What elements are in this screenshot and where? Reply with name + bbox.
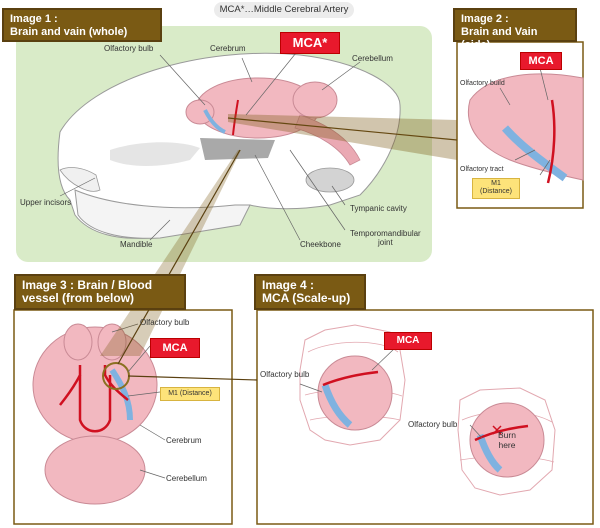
image1-cheekbone-label: Cheekbone <box>300 240 341 249</box>
skull-jaw <box>74 189 251 239</box>
image1-olfactory-bulb-label: Olfactory bulb <box>104 44 154 53</box>
image2-arrow <box>227 117 458 141</box>
image2-olfactory-build-label: Olfactory build <box>460 80 505 87</box>
image4-leader-lines <box>299 347 483 439</box>
image3-leader-lines <box>111 323 166 479</box>
image3-brain-cerebellum <box>44 435 146 505</box>
image2-mca-artery <box>546 99 556 184</box>
image4-scaleup-2 <box>457 387 556 496</box>
image2-olfactory-blue <box>502 125 568 182</box>
image3-cerebellum-label: Cerebellum <box>166 474 207 483</box>
image2-mca-label: MCA <box>520 52 562 70</box>
image4-title-line2: MCA (Scale-up) <box>262 291 351 305</box>
image3-title-line1: Image 3 : Brain / Blood <box>22 278 153 292</box>
image4-olfactory-bulb-label-1: Olfactory bulb <box>260 370 310 379</box>
image4-scaleup-1 <box>299 324 406 446</box>
image3-olfactory-right <box>97 323 127 361</box>
image1-tmj-line1: Temporomandibular <box>350 229 421 238</box>
image3-m1-distance-box: M1 (Distance) <box>160 387 220 401</box>
image1-olfactory-blue <box>203 109 226 134</box>
image4-olfactory-bulb-label-2: Olfactory bulb <box>408 420 458 429</box>
image3-olfactory-left <box>63 323 93 361</box>
burn-mark <box>492 425 502 435</box>
image1-tympanic-cavity-label: Tympanic cavity <box>350 204 407 213</box>
image3-olfactory-bulb-label: Olfactory bulb <box>140 318 190 327</box>
image1-mca-label: MCA* <box>280 32 340 54</box>
image3-cerebrum-label: Cerebrum <box>166 436 202 445</box>
mca-definition-header: MCA*…Middle Cerebral Artery <box>214 2 354 18</box>
image1-tmj-line2: joint <box>378 238 393 247</box>
image2-title-line1: Image 2 : <box>461 13 509 25</box>
image2-m1-line2: (Distance) <box>480 188 512 195</box>
image1-title-line1: Image 1 : <box>10 13 58 25</box>
image2-m1-line1: M1 <box>491 180 501 187</box>
image3-mca-label: MCA <box>150 338 200 358</box>
image4-burn-line1: Burn <box>498 430 516 440</box>
image3-olfactory-blue <box>109 368 133 421</box>
image4-mca-label: MCA <box>384 332 432 350</box>
image3-title: Image 3 : Brain / Blood vessel (from bel… <box>14 274 186 310</box>
image1-mandible-label: Mandible <box>120 240 153 249</box>
image1-brain-cerebellum <box>292 81 338 119</box>
image1-brainstem <box>294 114 361 166</box>
skull-cavity1 <box>110 142 200 166</box>
image2-m1-distance-box: M1 (Distance) <box>472 178 520 199</box>
image4-burn-here-label: Burn here <box>498 430 516 450</box>
image4-burn-line2: here <box>498 440 516 450</box>
image2-title-line2: Brain and Vain (side) <box>461 26 538 51</box>
image3-title-line2: vessel (from below) <box>22 291 135 305</box>
skull-incisors <box>59 167 101 192</box>
image4-title-line1: Image 4 : <box>262 278 315 292</box>
image1-cerebellum-label: Cerebellum <box>352 54 393 63</box>
image1-title-line2: Brain and vain (whole) <box>10 26 128 38</box>
skull-tympanic <box>305 167 355 193</box>
image3-arrow-line <box>117 149 241 365</box>
image2-title: Image 2 : Brain and Vain (side) <box>453 8 577 51</box>
image2-arrow-cone <box>228 114 457 160</box>
image1-tmj-label: Temporomandibular joint <box>350 229 421 247</box>
image2-olfactory-tract-label: Olfactory tract <box>460 166 504 173</box>
image1-leader-lines <box>59 47 361 241</box>
skull-cheekbone <box>200 138 275 160</box>
image1-cerebrum-label: Cerebrum <box>210 44 246 53</box>
image3-mca-arteries <box>59 365 129 433</box>
image2-leader-lines <box>499 67 551 176</box>
image4-arrow-line <box>127 375 258 381</box>
image4-title: Image 4 : MCA (Scale-up) <box>254 274 366 310</box>
image1-upper-incisors-label: Upper incisors <box>20 198 72 207</box>
image1-title: Image 1 : Brain and vain (whole) <box>2 8 162 42</box>
image1-olfactory <box>185 99 215 125</box>
